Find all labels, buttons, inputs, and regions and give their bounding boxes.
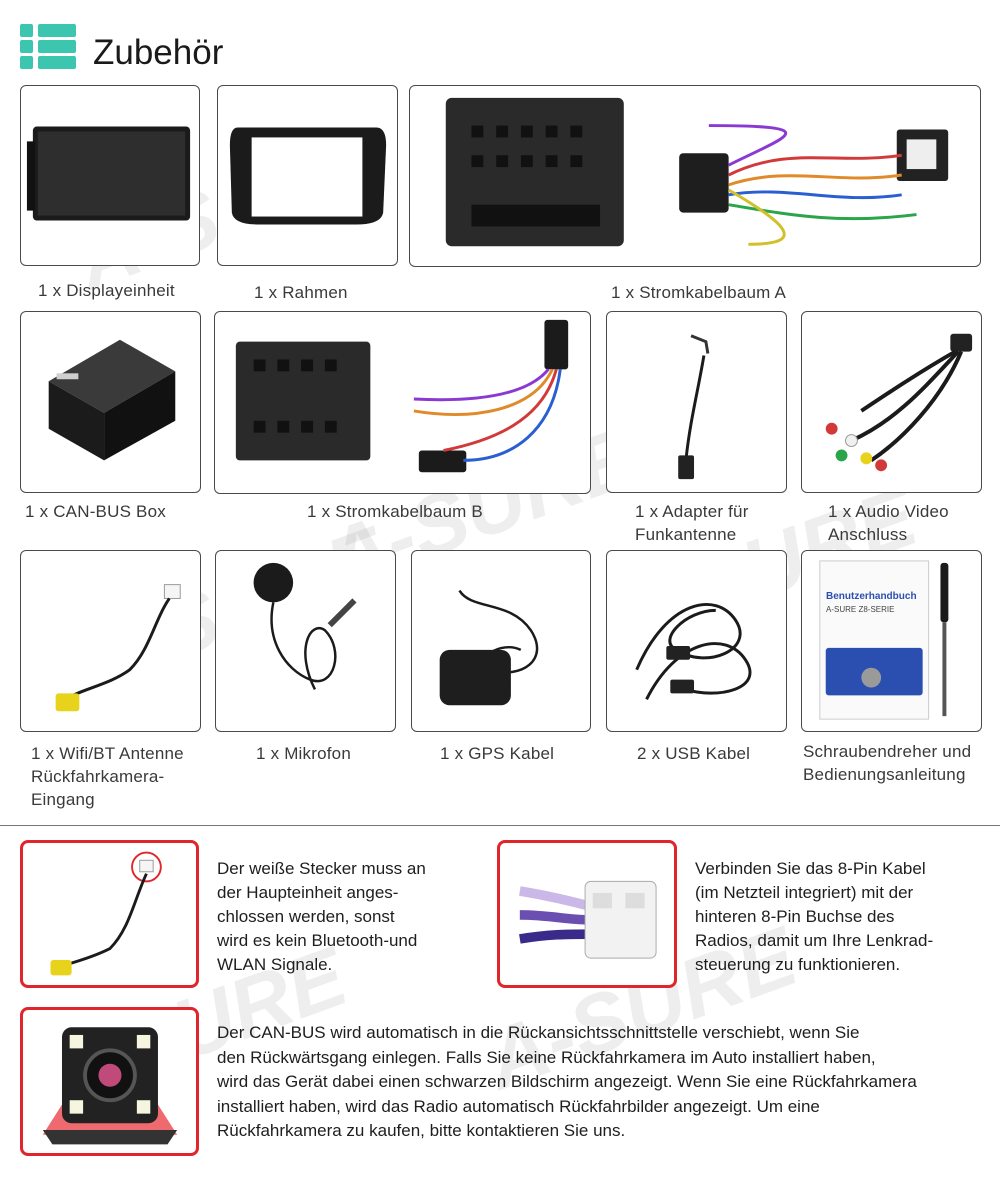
note-text-wifi-line: Der weiße Stecker muss an bbox=[217, 859, 426, 878]
note-text-8pin-line: steuerung zu funktionieren. bbox=[695, 955, 901, 974]
microphone-image bbox=[253, 562, 357, 691]
item-card-harness-b bbox=[214, 311, 591, 494]
note-text-canbus-line: Der CAN-BUS wird automatisch in die Rück… bbox=[217, 1023, 860, 1042]
item-caption: Schraubendreher und bbox=[803, 742, 972, 761]
item-card-display bbox=[20, 85, 200, 266]
rear-camera-image bbox=[42, 1027, 178, 1145]
note-text-8pin-line: Verbinden Sie das 8-Pin Kabel bbox=[695, 859, 926, 878]
canbus-box-image bbox=[48, 339, 176, 461]
note-text-wifi-line: chlossen werden, sonst bbox=[217, 907, 395, 926]
item-caption: 2 x USB Kabel bbox=[637, 744, 751, 763]
item-caption: 1 x Adapter für bbox=[635, 502, 749, 521]
8pin-connector-image bbox=[519, 880, 657, 959]
item-card-usb bbox=[606, 550, 787, 732]
display-unit-image bbox=[26, 126, 191, 221]
item-card-gps bbox=[411, 550, 591, 732]
item-card-frame bbox=[217, 85, 398, 266]
item-card-radio-adapter bbox=[606, 311, 787, 493]
item-caption: 1 x Rahmen bbox=[254, 283, 348, 302]
item-caption: 1 x CAN-BUS Box bbox=[25, 502, 166, 521]
usb-cable-image bbox=[635, 603, 752, 701]
gps-cable-image bbox=[439, 589, 539, 706]
item-caption: Bedienungsanleitung bbox=[803, 765, 966, 784]
note-text-canbus-line: den Rückwärtsgang einlegen. Falls Sie ke… bbox=[217, 1047, 876, 1067]
item-caption: 1 x Stromkabelbaum A bbox=[611, 283, 787, 302]
note-text-canbus-line: installiert haben, wird das Radio automa… bbox=[217, 1096, 820, 1116]
frame-image bbox=[229, 127, 387, 225]
list-icon bbox=[20, 24, 76, 69]
harness-b-image bbox=[235, 319, 569, 473]
note-text-wifi-line: der Haupteinheit anges- bbox=[217, 883, 399, 902]
av-cable-image bbox=[825, 333, 973, 472]
note-image-wifi-plug bbox=[20, 840, 199, 988]
note-text-wifi-line: wird es kein Bluetooth-und bbox=[217, 931, 418, 950]
item-caption: Eingang bbox=[31, 790, 95, 809]
item-card-harness-a bbox=[409, 85, 981, 267]
note-text-canbus-line: Rückfahrkamera zu kaufen, bitte kontakti… bbox=[217, 1121, 626, 1140]
note-text-8pin-line: Radios, damit um Ihre Lenkrad- bbox=[695, 931, 934, 950]
note-text-8pin-line: hinteren 8-Pin Buchse des bbox=[695, 907, 895, 926]
item-card-canbus bbox=[20, 311, 201, 493]
note-text-canbus-line: wird das Gerät dabei einen schwarzen Bil… bbox=[217, 1072, 917, 1091]
item-caption: 1 x Displayeinheit bbox=[38, 281, 175, 300]
item-card-manual: Benutzerhandbuch A-SURE Z8-SERIE bbox=[801, 550, 982, 732]
item-caption: Funkantenne bbox=[635, 525, 737, 544]
note-text-wifi-line: WLAN Signale. bbox=[217, 955, 333, 974]
radio-adapter-image bbox=[678, 334, 710, 480]
item-card-av-cable bbox=[801, 311, 982, 493]
section-divider bbox=[0, 825, 1000, 826]
manual-title: Benutzerhandbuch bbox=[826, 591, 917, 602]
item-caption: 1 x Stromkabelbaum B bbox=[307, 502, 483, 521]
manual-subtitle: A-SURE Z8-SERIE bbox=[826, 605, 895, 614]
item-caption: 1 x GPS Kabel bbox=[440, 744, 555, 763]
item-caption: 1 x Mikrofon bbox=[256, 744, 351, 763]
page-title: Zubehör bbox=[93, 33, 224, 72]
item-caption: Rückfahrkamera- bbox=[31, 767, 165, 786]
note-image-8pin bbox=[497, 840, 677, 988]
note-text-8pin-line: (im Netzteil integriert) mit der bbox=[695, 883, 914, 902]
item-card-microphone bbox=[215, 550, 396, 732]
wifi-antenna-image bbox=[55, 584, 181, 712]
item-card-wifi-antenna bbox=[20, 550, 201, 732]
item-caption: 1 x Wifi/BT Antenne bbox=[31, 744, 184, 763]
harness-a-image bbox=[445, 97, 949, 247]
note-image-camera bbox=[20, 1007, 199, 1156]
manual-image bbox=[819, 560, 949, 720]
item-caption: 1 x Audio Video bbox=[828, 502, 949, 521]
wifi-plug-image bbox=[50, 851, 162, 976]
item-caption: Anschluss bbox=[828, 525, 908, 544]
